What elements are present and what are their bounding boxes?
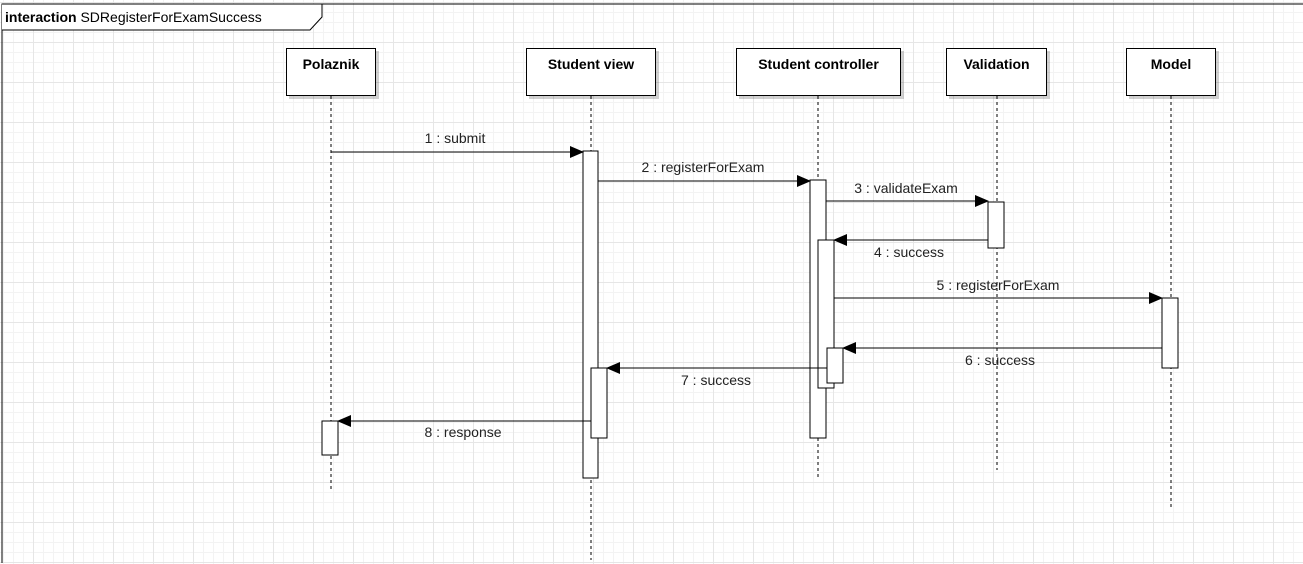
- message-label-6: 6 : success: [964, 352, 1036, 368]
- lifeline-head-validation: Validation: [946, 48, 1047, 96]
- frame-name: SDRegisterForExamSuccess: [80, 9, 262, 25]
- frame-title: interaction SDRegisterForExamSuccess: [5, 9, 262, 25]
- lifeline-head-model: Model: [1126, 48, 1216, 96]
- message-label-5: 5 : registerForExam: [936, 277, 1060, 293]
- message-label-8: 8 : response: [424, 424, 502, 440]
- frame-keyword: interaction: [5, 9, 77, 25]
- message-label-7: 7 : success: [680, 372, 752, 388]
- activation-validation: [987, 201, 1005, 249]
- lifeline-head-student-view: Student view: [526, 48, 656, 96]
- activation-polaznik: [321, 420, 339, 456]
- lifeline-head-student-controller: Student controller: [736, 48, 901, 96]
- message-label-3: 3 : validateExam: [854, 180, 958, 196]
- lifeline-head-polaznik: Polaznik: [286, 48, 376, 96]
- frame-tab: [2, 3, 323, 31]
- message-label-4: 4 : success: [873, 244, 945, 260]
- interaction-frame: [1, 3, 1303, 563]
- activation-model: [1161, 297, 1179, 369]
- message-label-2: 2 : registerForExam: [641, 159, 765, 175]
- message-label-1: 1 : submit: [424, 130, 486, 146]
- activation-student-view-nested: [590, 367, 608, 439]
- activation-student-controller-nested-2: [826, 347, 844, 384]
